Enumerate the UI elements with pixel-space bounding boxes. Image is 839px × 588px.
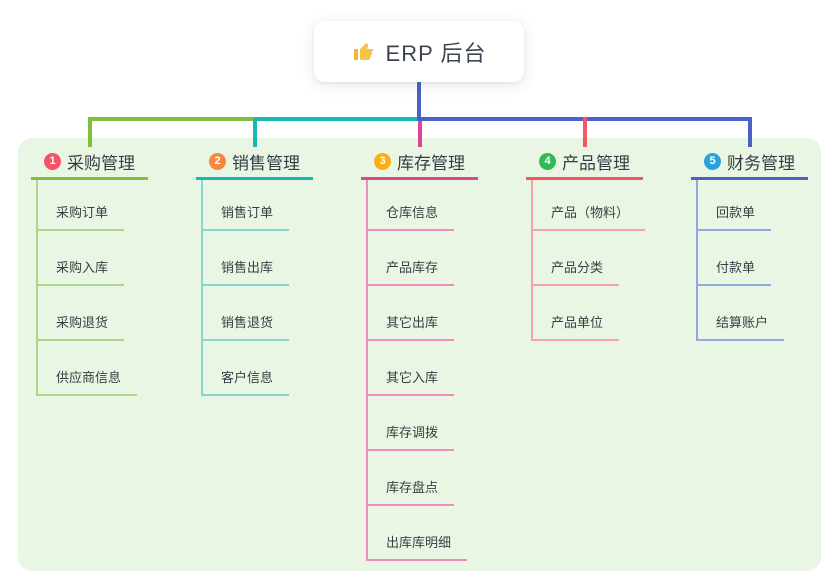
child-node-结算账户[interactable]: 结算账户: [696, 304, 785, 341]
branch-label: 产品管理: [562, 154, 630, 173]
child-node-客户信息[interactable]: 客户信息: [201, 359, 290, 396]
connector-drop-line: [747, 117, 752, 147]
child-node-产品单位[interactable]: 产品单位: [531, 304, 620, 341]
root-node[interactable]: ERP 后台: [314, 21, 524, 82]
thumbs-up-icon: [352, 40, 376, 64]
child-node-供应商信息[interactable]: 供应商信息: [36, 359, 138, 396]
child-node-采购订单[interactable]: 采购订单: [36, 194, 125, 231]
child-node-付款单[interactable]: 付款单: [696, 249, 772, 286]
branch-label: 采购管理: [67, 154, 135, 173]
branch-badge: 1: [44, 153, 61, 170]
child-node-库存调拨[interactable]: 库存调拨: [366, 414, 455, 451]
branch-vertical-line: [36, 180, 38, 396]
branch-vertical-line: [201, 180, 203, 396]
connector-drop-line: [87, 117, 92, 147]
branch-node-产品管理[interactable]: 4 产品管理: [526, 146, 643, 180]
branch-label: 库存管理: [397, 154, 465, 173]
connector-root-line: [417, 82, 421, 121]
mindmap-panel: [18, 138, 821, 571]
child-node-仓库信息[interactable]: 仓库信息: [366, 194, 455, 231]
branch-vertical-line: [531, 180, 533, 341]
branch-vertical-line: [366, 180, 368, 561]
branch-node-库存管理[interactable]: 3 库存管理: [361, 146, 478, 180]
child-node-销售出库[interactable]: 销售出库: [201, 249, 290, 286]
branch-label: 财务管理: [727, 154, 795, 173]
child-node-其它出库[interactable]: 其它出库: [366, 304, 455, 341]
child-node-产品（物料）[interactable]: 产品（物料）: [531, 194, 646, 231]
child-node-产品分类[interactable]: 产品分类: [531, 249, 620, 286]
connector-bus-segment: [252, 117, 417, 121]
branch-node-财务管理[interactable]: 5 财务管理: [691, 146, 808, 180]
child-node-产品库存[interactable]: 产品库存: [366, 249, 455, 286]
child-node-销售退货[interactable]: 销售退货: [201, 304, 290, 341]
child-node-出库库明细[interactable]: 出库库明细: [366, 524, 468, 561]
root-title: ERP 后台: [385, 40, 487, 66]
child-node-销售订单[interactable]: 销售订单: [201, 194, 290, 231]
branch-badge: 3: [374, 153, 391, 170]
branch-badge: 4: [539, 153, 556, 170]
connector-drop-line: [417, 121, 422, 147]
child-node-采购入库[interactable]: 采购入库: [36, 249, 125, 286]
child-node-库存盘点[interactable]: 库存盘点: [366, 469, 455, 506]
branch-vertical-line: [696, 180, 698, 341]
connector-bus-segment: [87, 117, 253, 121]
branch-badge: 5: [704, 153, 721, 170]
branch-node-销售管理[interactable]: 2 销售管理: [196, 146, 313, 180]
connector-drop-line: [582, 117, 587, 147]
branch-node-采购管理[interactable]: 1 采购管理: [31, 146, 148, 180]
child-node-其它入库[interactable]: 其它入库: [366, 359, 455, 396]
child-node-采购退货[interactable]: 采购退货: [36, 304, 125, 341]
branch-label: 销售管理: [232, 154, 300, 173]
connector-drop-line: [252, 117, 257, 147]
branch-badge: 2: [209, 153, 226, 170]
child-node-回款单[interactable]: 回款单: [696, 194, 772, 231]
